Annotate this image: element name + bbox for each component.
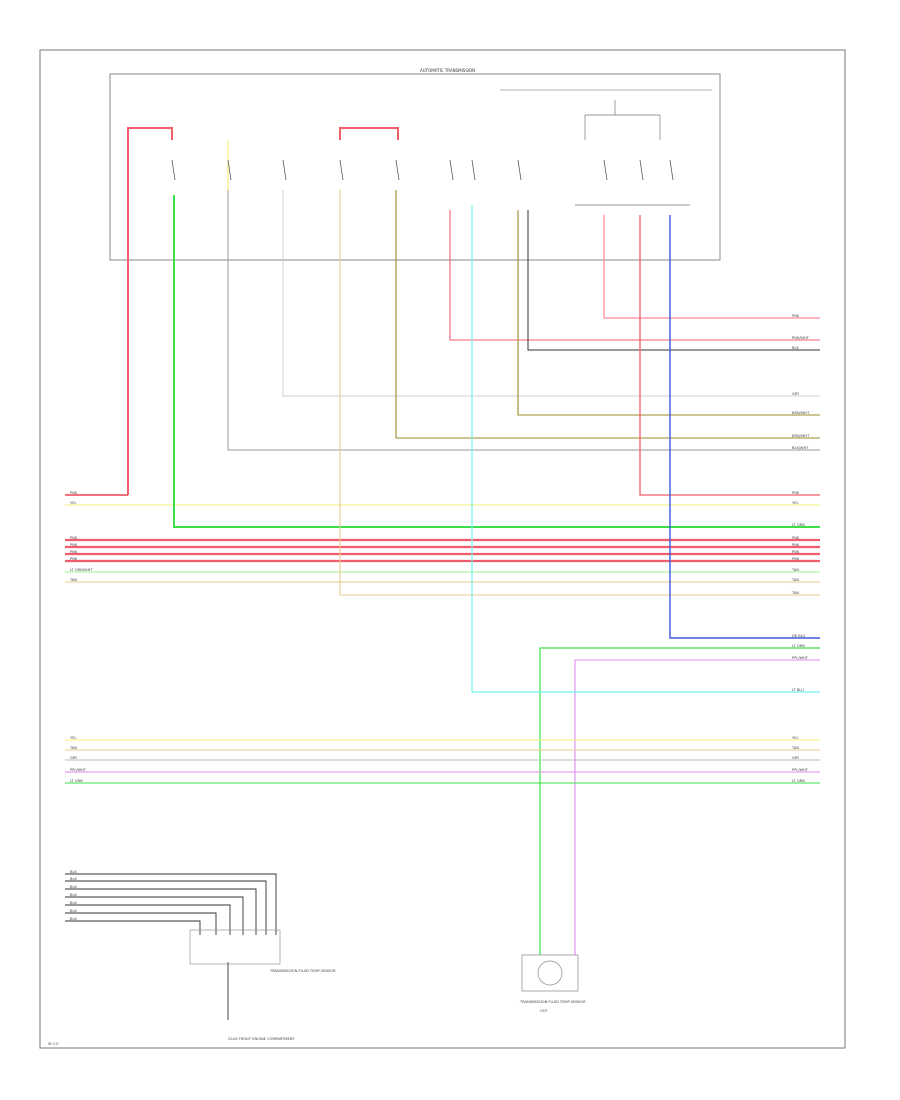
right-label-9: YEL [792,501,798,505]
right-label-13: PNK [792,550,800,554]
left-label-16: BLK [70,885,77,889]
right-label-18: DK BLU [792,634,806,638]
page-border [39,49,846,1049]
wire-gry-1 [282,190,820,397]
right-label-14: PNK [792,557,800,561]
wire-blk-bundle-4 [65,896,244,935]
wire-dkblu [669,215,820,639]
left-label-4: PNK [70,543,78,547]
module-switch-10 [639,159,644,181]
wire-pnk-loop-2 [339,127,399,140]
left-label-1: PNK [70,491,78,495]
right-label-20: PPL/WHT [792,656,809,660]
wire-pnk-wht [449,210,820,341]
wire-blk-bundle-2 [65,880,267,935]
right-sensor: TRANSMISSION FLUID TEMP SENSOR OUT [519,954,586,1013]
right-label-12: PNK [792,543,800,547]
right-label-7: BLK/WHT [792,446,809,450]
wire-blk-1 [527,210,820,351]
right-label-8: PNK [792,491,800,495]
module-switch-7 [471,159,476,181]
left-label-14: BLK [70,870,77,874]
left-ground-label: G104 FRONT ENGINE COMPARTMENT [228,1037,295,1041]
right-label-25: PPL/WHT [792,768,809,772]
right-label-22: YEL [792,736,798,740]
left-label-8: TAN [69,578,77,582]
left-label-9: YEL [70,736,76,740]
component-group [171,100,690,206]
right-label-3: BLK [792,346,799,350]
module-switch-4 [339,159,344,181]
left-label-3: PNK [70,536,78,540]
left-label-12: PPL/WHT [70,768,87,772]
right-label-11: PNK [792,536,800,540]
left-sensor-label: TRANSMISSION FLUID TEMP SENSOR [269,969,336,973]
left-label-20: BLK [70,917,77,921]
left-label-18: BLK [70,901,77,905]
wire-pnk-right-2 [639,215,820,496]
module-switch-5 [395,159,400,181]
left-sensor-switch: TRANSMISSION FLUID TEMP SENSOR G104 FRON… [189,929,336,1041]
right-label-24: GRY [792,756,800,760]
module-switch-8 [517,159,522,181]
wire-blk-bundle-7 [65,920,201,935]
right-label-2: PNK/WHT [792,336,810,340]
right-label-21: LT BLU [792,688,804,692]
wire-blk-bundle-1 [65,873,277,935]
left-label-2: YEL [70,501,76,505]
transmission-module-box [109,73,721,261]
module-title: AUTOMATIC TRANSMISSION [420,68,475,73]
right-label-23: TAN [791,746,799,750]
left-label-10: TAN [69,746,77,750]
left-connector-labels: PNK YEL PNK PNK PNK PNK LT GRN/WHT TAN YEL TAN GRY… [69,491,93,921]
wire-ltgrn [173,195,820,528]
wire-blk-bundle-5 [65,904,231,935]
right-label-16: TAN [791,578,799,582]
module-switch-2 [227,159,232,181]
right-label-4: GRY [792,392,800,396]
right-label-6: BRN/WHT [792,434,810,438]
left-label-5: PNK [70,550,78,554]
wire-tan-2 [339,190,820,596]
left-label-15: BLK [70,877,77,881]
right-label-10: LT GRN [792,523,805,527]
wire-brn-wht-1 [517,210,820,416]
right-sensor-label: TRANSMISSION FLUID TEMP SENSOR [519,1000,586,1004]
wire-blk-wht [227,190,820,451]
right-label-1: PNK [792,314,800,318]
wire-blk-bundle-6 [65,912,217,935]
left-label-6: PNK [70,557,78,561]
right-label-26: LT GRN [792,779,805,783]
module-switch-9 [603,159,608,181]
right-connector-labels: PNK PNK/WHT BLK GRY BRN/WHT BRN/WHT BLK/WHT PNK… [791,314,810,783]
wire-ltblu [471,205,820,693]
module-switch-11 [669,159,674,181]
wire-ltgrn-sensor [539,647,820,955]
wire-brn-wht-2 [395,190,820,439]
wire-pnk-right-1 [603,215,820,319]
left-label-17: BLK [70,893,77,897]
module-switch-3 [282,159,287,181]
footer-code: W 2.0 [48,1042,59,1046]
right-label-17: TAN [791,591,799,595]
right-label-19: LT GRN [792,644,805,648]
right-label-15: TAN [791,568,799,572]
right-label-5: BRN/WHT [792,411,810,415]
module-switch-6 [449,159,454,181]
wire-group [65,127,820,1020]
right-sensor-sub: OUT [540,1009,548,1013]
module-switch-1 [171,159,176,181]
left-label-11: GRY [70,756,78,760]
left-label-19: BLK [70,909,77,913]
left-label-13: LT GRN [70,779,83,783]
wire-ppl-wht-sensor [574,659,820,955]
left-label-7: LT GRN/WHT [70,568,93,572]
wire-blk-bundle-3 [65,888,257,935]
wire-pnk-loop-1 [127,127,173,495]
